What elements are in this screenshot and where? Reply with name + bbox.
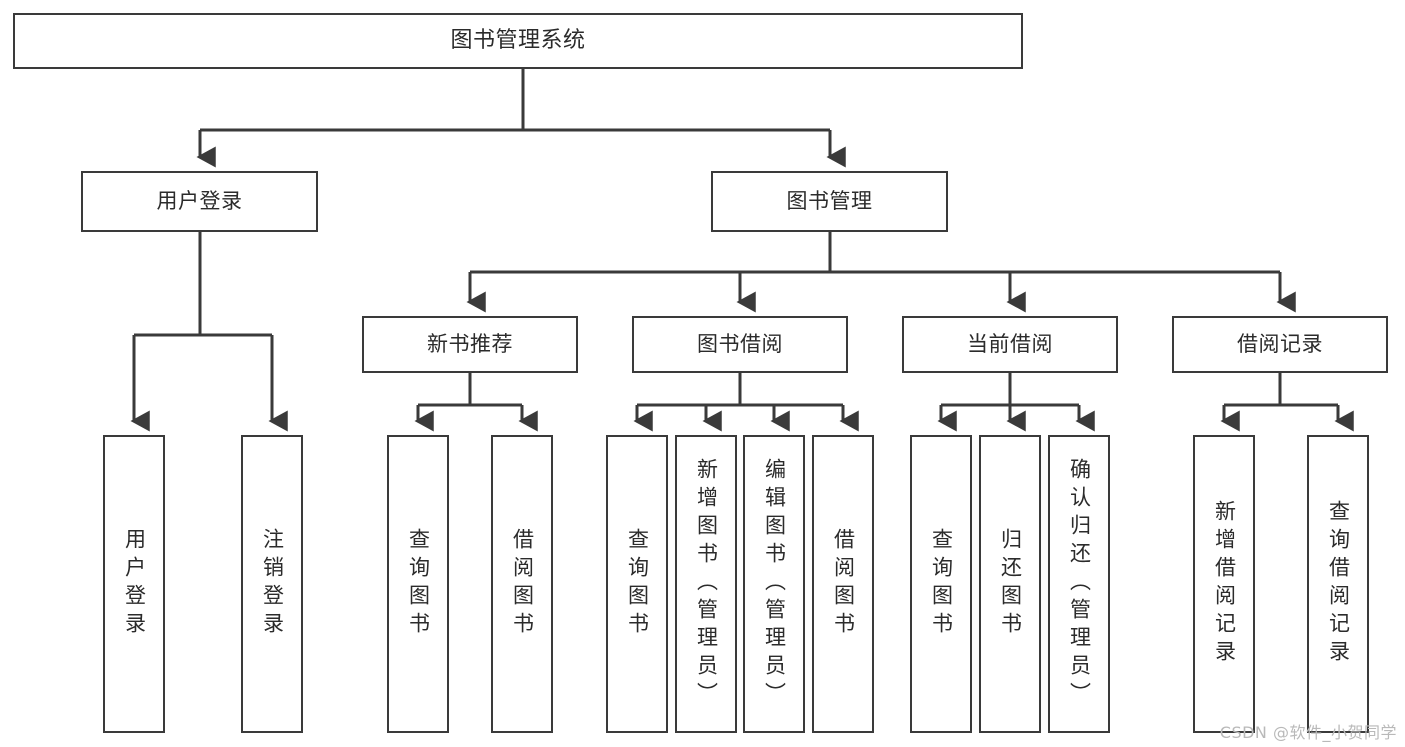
node-leaf-query-book-1-label: 查询图书 [406,528,431,640]
node-leaf-query-book-1[interactable]: 查询图书 [387,435,449,733]
node-leaf-add-book-label: 新增图书（管理员） [694,458,719,710]
node-new-book-recommend-label: 新书推荐 [427,331,513,356]
node-leaf-confirm-return[interactable]: 确认归还（管理员） [1048,435,1110,733]
node-book-borrow[interactable]: 图书借阅 [632,316,848,373]
node-leaf-login-label: 用户登录 [122,528,147,640]
node-leaf-borrow-book-1[interactable]: 借阅图书 [491,435,553,733]
node-user-login-label: 用户登录 [156,188,243,213]
node-borrow-record[interactable]: 借阅记录 [1172,316,1388,373]
node-leaf-add-borrow-record-label: 新增借阅记录 [1212,500,1237,668]
node-leaf-query-borrow-record-label: 查询借阅记录 [1326,500,1351,668]
node-leaf-query-book-2-label: 查询图书 [625,528,650,640]
node-leaf-borrow-book-2-label: 借阅图书 [831,528,856,640]
node-leaf-query-book-3[interactable]: 查询图书 [910,435,972,733]
node-leaf-confirm-return-label: 确认归还（管理员） [1067,458,1092,710]
node-leaf-login[interactable]: 用户登录 [103,435,165,733]
watermark-text: CSDN @软件_小贺同学 [1219,723,1397,742]
node-leaf-return-book-label: 归还图书 [998,528,1023,640]
node-user-login[interactable]: 用户登录 [81,171,318,232]
node-root-label: 图书管理系统 [450,27,586,53]
node-book-manage-label: 图书管理 [786,188,873,213]
node-leaf-borrow-book-1-label: 借阅图书 [510,528,535,640]
node-leaf-return-book[interactable]: 归还图书 [979,435,1041,733]
node-leaf-query-book-3-label: 查询图书 [929,528,954,640]
node-new-book-recommend[interactable]: 新书推荐 [362,316,578,373]
node-leaf-add-book[interactable]: 新增图书（管理员） [675,435,737,733]
node-leaf-query-borrow-record[interactable]: 查询借阅记录 [1307,435,1369,733]
node-leaf-logout-label: 注销登录 [260,528,285,640]
node-leaf-query-book-2[interactable]: 查询图书 [606,435,668,733]
node-leaf-edit-book[interactable]: 编辑图书（管理员） [743,435,805,733]
node-current-borrow[interactable]: 当前借阅 [902,316,1118,373]
node-borrow-record-label: 借阅记录 [1237,331,1323,356]
node-leaf-borrow-book-2[interactable]: 借阅图书 [812,435,874,733]
node-leaf-edit-book-label: 编辑图书（管理员） [762,458,787,710]
node-current-borrow-label: 当前借阅 [967,331,1053,356]
node-leaf-add-borrow-record[interactable]: 新增借阅记录 [1193,435,1255,733]
node-leaf-logout[interactable]: 注销登录 [241,435,303,733]
node-book-borrow-label: 图书借阅 [697,331,783,356]
node-book-manage[interactable]: 图书管理 [711,171,948,232]
node-root[interactable]: 图书管理系统 [13,13,1023,69]
